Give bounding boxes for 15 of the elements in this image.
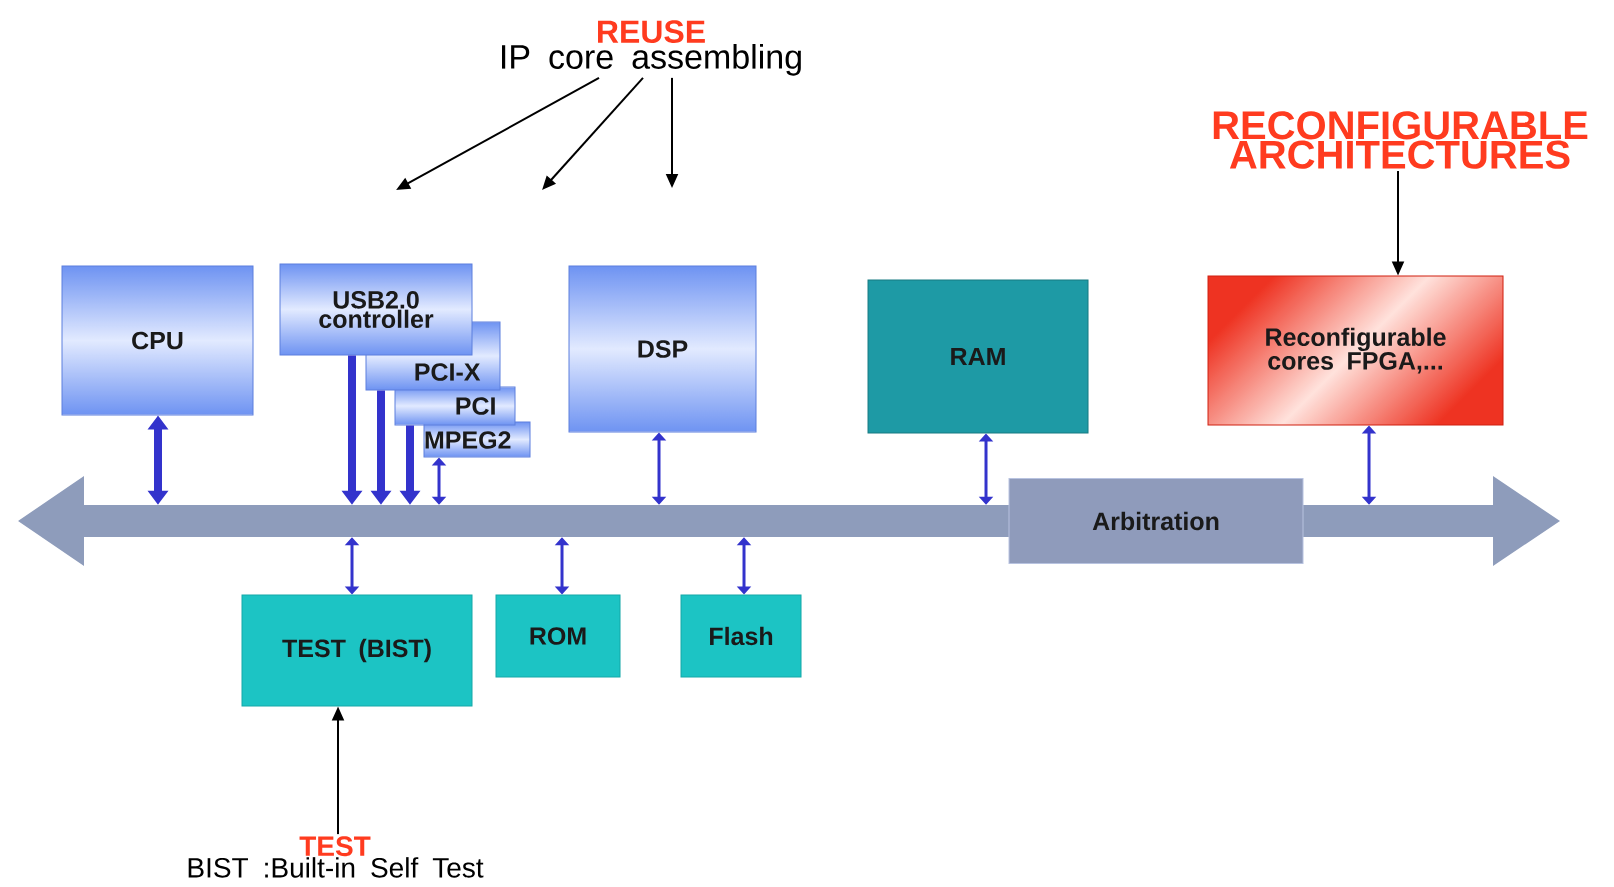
- component-box: TEST (BIST): [241, 594, 473, 707]
- callout-text: REUSE IP core assembling: [502, 20, 801, 76]
- callout-text: TEST BIST :Built-in Self Test: [188, 836, 484, 878]
- component-box: ROM: [495, 594, 621, 678]
- component-box: PCI: [394, 386, 516, 426]
- component-box: MPEG2: [423, 421, 531, 458]
- component-box: USB2.0 controller: [279, 263, 473, 356]
- component-box: Reconfigurable cores FPGA,...: [1207, 275, 1504, 426]
- component-box: Arbitration: [1008, 478, 1304, 564]
- component-box: RAM: [867, 279, 1089, 434]
- component-box: DSP: [568, 265, 757, 433]
- arrow: [542, 76, 644, 190]
- component-box: Flash: [680, 594, 802, 678]
- callout-text: RECONFIGURABLE ARCHITECTURES: [1213, 111, 1588, 169]
- component-box: CPU: [61, 265, 254, 416]
